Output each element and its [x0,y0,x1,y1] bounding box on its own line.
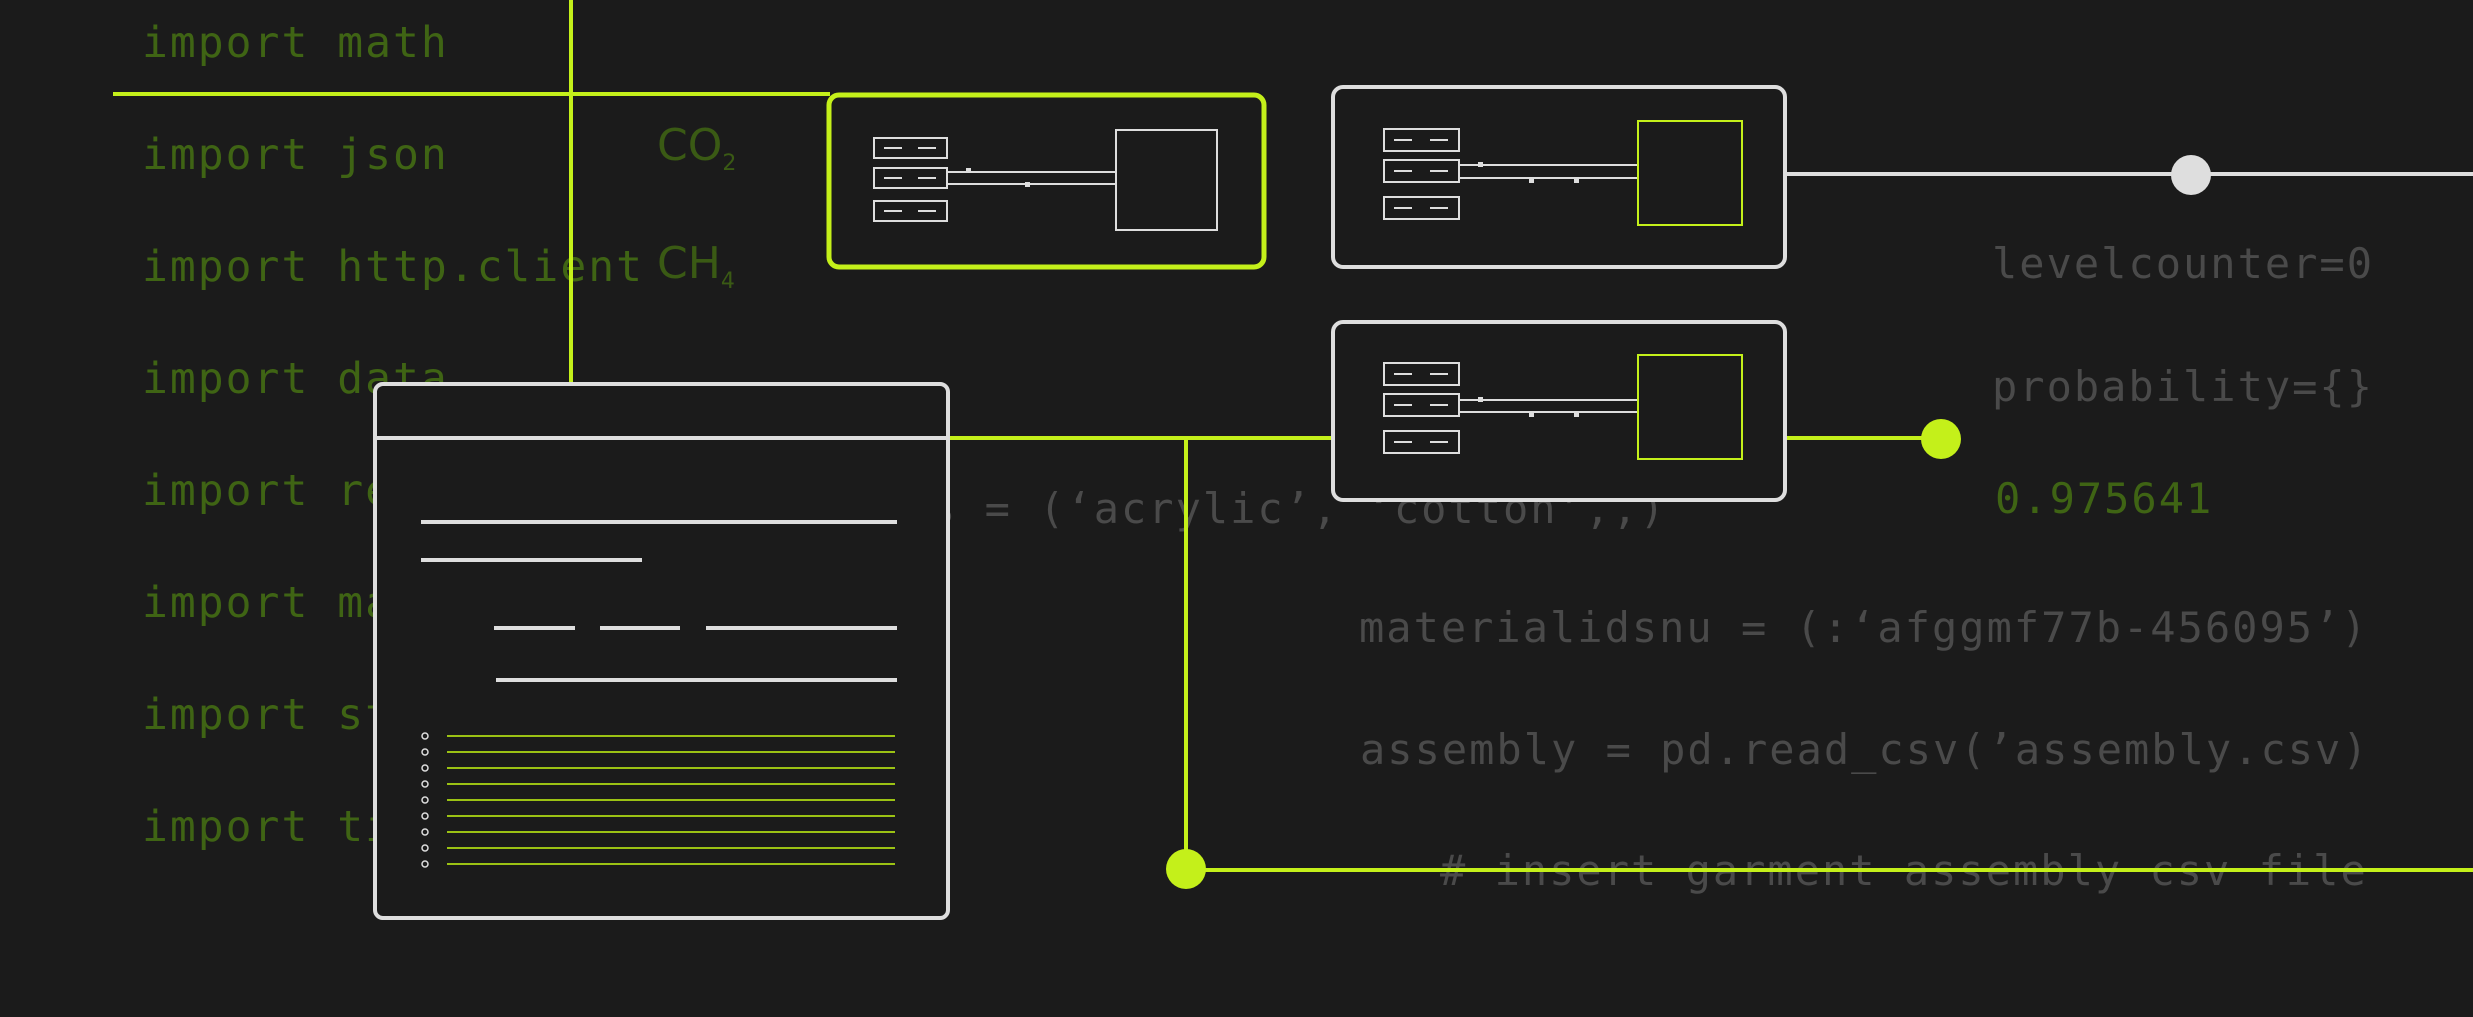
server-icon [1383,128,1638,220]
connector-node-icon [2171,155,2211,195]
connector-node-icon [1166,849,1206,889]
code-material-ids: materialidsnu = (:‘afggmf77b-456095’) [1359,603,2369,652]
server-panel [1331,320,1787,502]
import-line: import math [142,18,449,68]
server-panel [826,92,1267,270]
connector-node-icon [1921,419,1961,459]
code-fabrics: s = (‘acrylic’, ‘cotton’,,) [930,484,1667,533]
chem-formula-ch4: CH4 [657,238,735,294]
bullet-list [421,732,895,868]
server-icon [873,129,1218,231]
import-line: import http.client [142,242,644,292]
code-assembly: assembly = pd.read_csv(’assembly.csv) [1360,725,2370,774]
import-line: import ma [142,578,393,628]
import-line: import json [142,130,449,180]
server-icon [1383,362,1638,454]
server-panel [1331,85,1787,269]
code-value: 0.975641 [1995,474,2214,523]
chem-formula-co2: CO2 [657,120,737,176]
code-probability: probability={} [1992,362,2375,411]
code-levelcounter: levelcounter=0 [1992,239,2375,288]
document-window-icon [373,382,950,920]
